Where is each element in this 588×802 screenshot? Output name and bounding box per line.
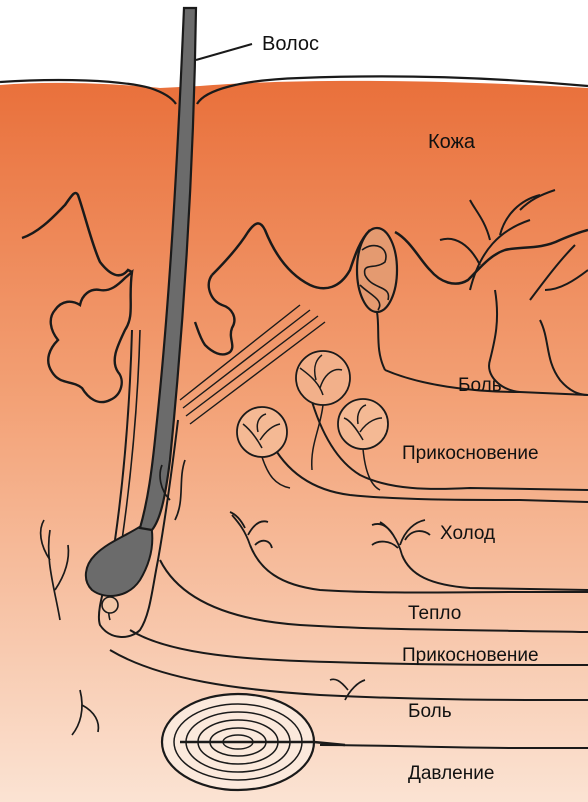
label-touch-upper: Прикосновение	[402, 444, 539, 463]
label-heat: Тепло	[408, 604, 461, 623]
label-cold: Холод	[440, 524, 495, 543]
label-pain-upper: Боль	[458, 376, 502, 395]
label-hair: Волос	[262, 34, 319, 54]
hair-pointer-line	[196, 44, 252, 60]
label-pressure: Давление	[408, 764, 494, 783]
label-skin: Кожа	[428, 132, 475, 152]
hair-papilla	[102, 597, 118, 613]
label-touch-lower: Прикосновение	[402, 646, 539, 665]
label-pain-lower: Боль	[408, 702, 452, 721]
